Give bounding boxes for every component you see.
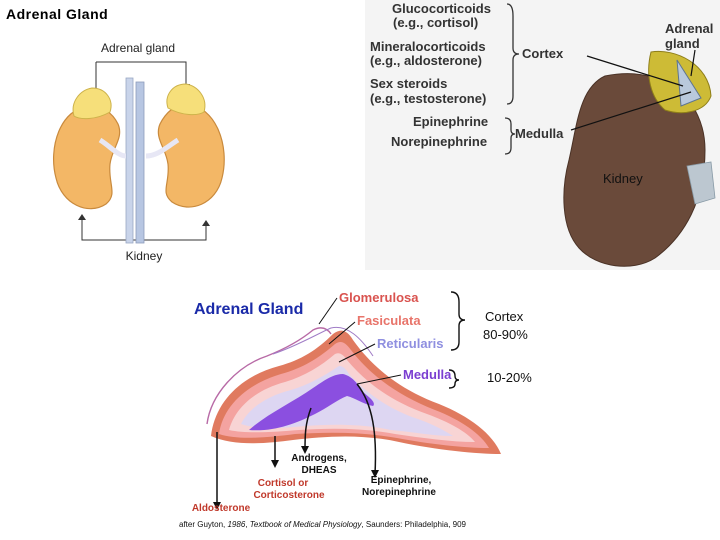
adrenal-label-line1: Adrenal: [665, 21, 713, 36]
hormone-sex-steroids: Sex steroids: [370, 76, 447, 91]
cortex-label: Cortex: [522, 46, 564, 61]
epinephrine-label-line1: Epinephrine,: [371, 475, 432, 486]
zone-label-fasiculata: Fasiculata: [357, 313, 421, 328]
zone-medulla-layer: [249, 374, 374, 431]
hormone-norepinephrine: Norepinephrine: [391, 134, 487, 149]
vena-cava: [135, 81, 145, 244]
aldosterone-label: Aldosterone: [192, 503, 251, 514]
renal-vessel: [686, 161, 716, 205]
adrenal-gland-label: Adrenal gland: [101, 41, 175, 55]
slide-title: Adrenal Gland: [6, 6, 109, 22]
kidney-label: Kidney: [126, 249, 163, 263]
hormone-mineralocorticoids: Mineralocorticoids: [370, 39, 486, 54]
cortex-label-bottom: Cortex: [485, 309, 524, 324]
medulla-percent: 10-20%: [487, 370, 532, 385]
cortex-brace-bottom: [450, 291, 466, 351]
left-adrenal: [72, 87, 112, 120]
medulla-brace-bottom: [448, 369, 460, 389]
hormone-panel: Glucocorticoids (e.g., cortisol) Mineral…: [365, 0, 720, 270]
epinephrine-label-line2: Norepinephrine: [362, 487, 436, 498]
androgens-label-line2: DHEAS: [301, 465, 336, 476]
hormone-glucocorticoids-example: (e.g., cortisol): [393, 15, 478, 30]
adrenal-pointer-right: [96, 61, 187, 86]
adrenal-label-line2: gland: [665, 36, 700, 51]
zone-label-reticularis: Reticularis: [377, 336, 443, 351]
kidney-cutaway: [563, 73, 706, 267]
right-kidney: [157, 103, 225, 208]
hormone-sex-steroids-example: (e.g., testosterone): [370, 91, 486, 106]
cortex-percent: 80-90%: [483, 327, 528, 342]
androgens-label-line1: Androgens,: [291, 453, 347, 464]
gland-envelope: [206, 327, 332, 425]
cortisol-label-line2: Corticosterone: [253, 490, 325, 501]
adrenal-zones-diagram: Adrenal Gland Glomerulosa Fasiculata Ret…: [177, 284, 557, 537]
cortisol-label-line1: Cortisol or: [258, 478, 309, 489]
epinephrine-arrow: [356, 383, 377, 475]
medulla-pointer: [570, 91, 692, 131]
kidney-label-right: Kidney: [603, 171, 643, 186]
right-adrenal: [166, 83, 206, 116]
hormone-epinephrine: Epinephrine: [413, 114, 488, 129]
left-kidney: [53, 105, 121, 210]
adrenal-pointer: [690, 49, 696, 77]
aorta: [125, 77, 134, 244]
medulla-brace: [504, 117, 516, 155]
cortex-brace: [506, 3, 520, 105]
zone-label-medulla: Medulla: [403, 367, 452, 382]
citation: after Guyton, 1986, Textbook of Medical …: [179, 520, 467, 529]
diagram-title: Adrenal Gland: [194, 301, 303, 318]
medulla-label: Medulla: [515, 126, 564, 141]
hormone-mineralocorticoids-example: (e.g., aldosterone): [370, 53, 482, 68]
hormone-glucocorticoids: Glucocorticoids: [392, 1, 491, 16]
kidney-illustration: Adrenal gland Kidney: [53, 41, 225, 263]
zone-label-glomerulosa: Glomerulosa: [339, 290, 419, 305]
cortex-pointer: [586, 55, 684, 87]
